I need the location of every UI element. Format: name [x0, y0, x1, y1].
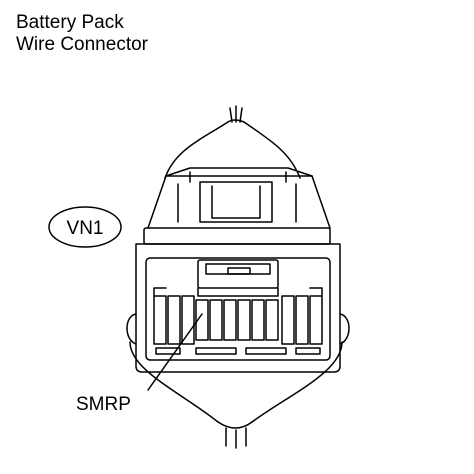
- pin-label: SMRP: [76, 394, 131, 415]
- connector-latch-housing: [147, 167, 331, 229]
- pin-leader-line: [147, 313, 203, 391]
- title-line-2: Wire Connector: [16, 34, 148, 55]
- diagram-title: Battery Pack Wire Connector: [16, 12, 148, 56]
- right-side-flap: [339, 313, 350, 345]
- bottom-slots: [155, 347, 321, 355]
- title-line-1: Battery Pack: [16, 12, 124, 33]
- connector-body: [135, 227, 341, 373]
- connector-code-text: VN1: [67, 218, 104, 239]
- wire-harness-top: [164, 105, 301, 179]
- wire-harness-bottom: [129, 341, 343, 449]
- left-side-flap: [126, 313, 137, 345]
- connector-code-badge: VN1: [48, 206, 122, 248]
- connector-lock-tab: [197, 259, 279, 297]
- terminal-pins: [153, 287, 323, 345]
